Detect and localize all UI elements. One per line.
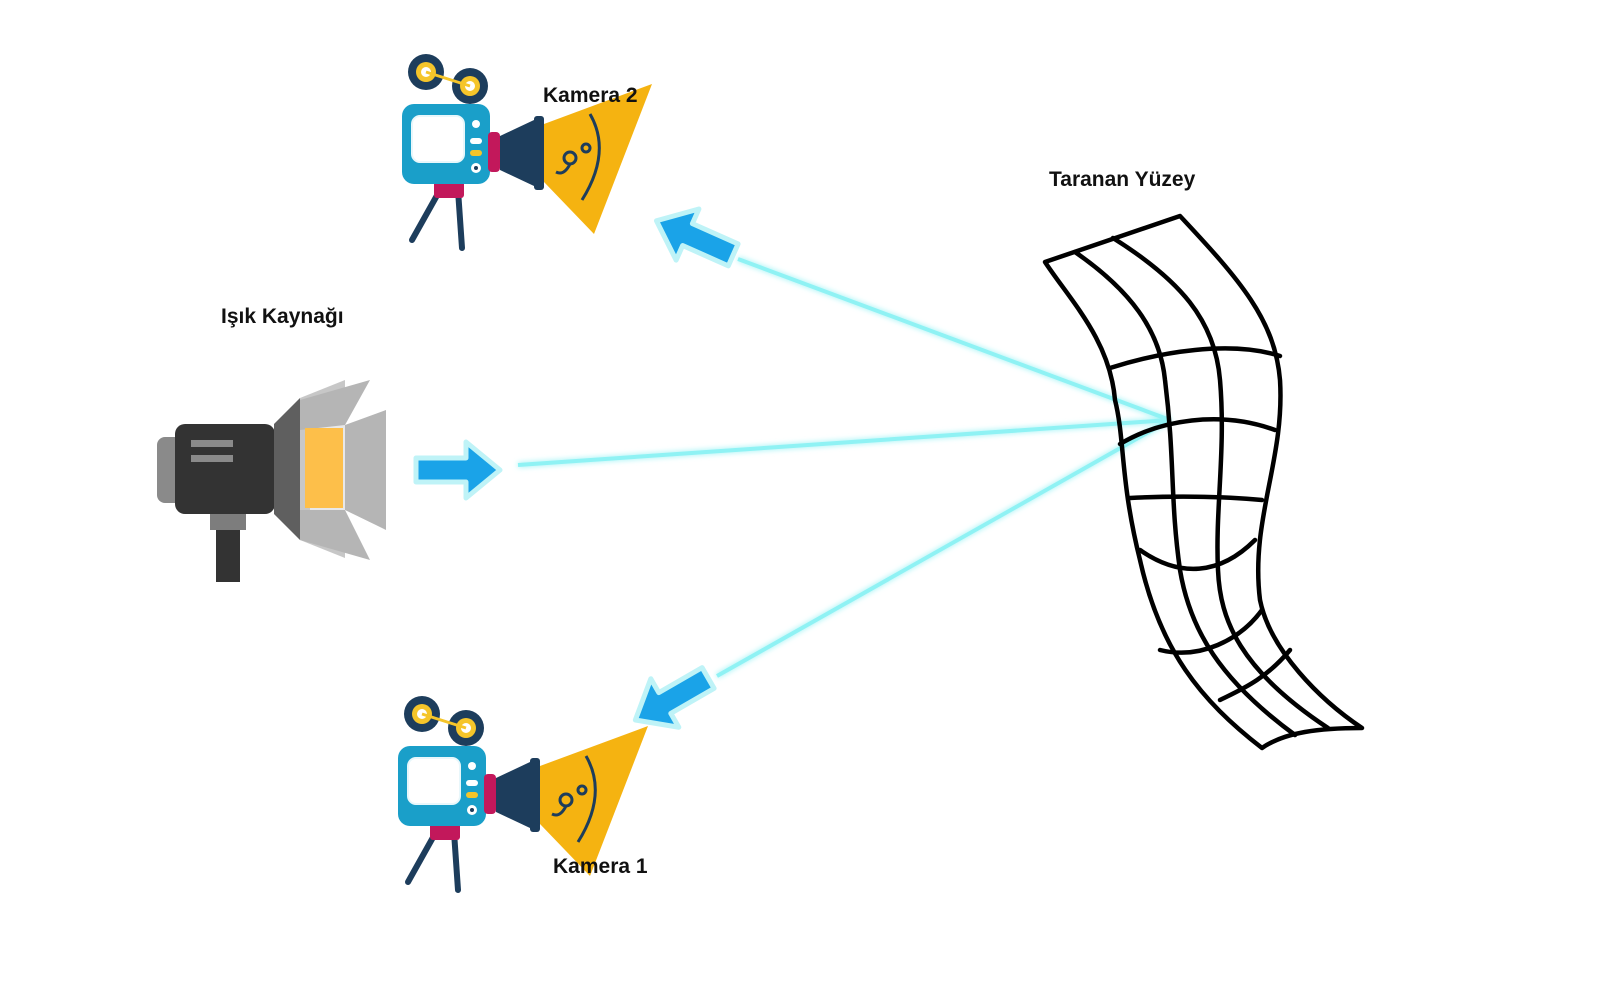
- arrow-to-camera-2-icon: [645, 195, 745, 280]
- light-rays: [517, 257, 1171, 678]
- scanned-surface-label: Taranan Yüzey: [1049, 168, 1196, 191]
- arrow-from-light-icon: [416, 442, 500, 498]
- camera-1-label: Kamera 1: [553, 855, 648, 878]
- camera-2-label: Kamera 2: [543, 84, 638, 107]
- scanned-surface-mesh: [1042, 213, 1365, 751]
- ray-from-light: [517, 418, 1171, 467]
- studio-light-icon: [157, 380, 386, 582]
- ray-to-camera-1: [716, 418, 1171, 678]
- light-source-label: Işık Kaynağı: [221, 305, 344, 328]
- ray-to-camera-2: [737, 257, 1171, 422]
